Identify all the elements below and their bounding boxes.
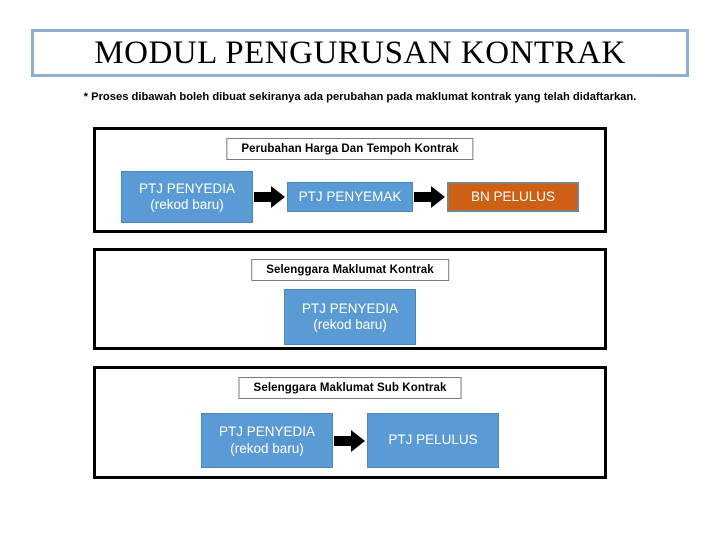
node-bn-pelulus[interactable]: BN PELULUS bbox=[447, 182, 579, 212]
node-ptj-penyedia[interactable]: PTJ PENYEDIA (rekod baru) bbox=[284, 289, 416, 345]
node-label-line1: PTJ PENYEDIA bbox=[138, 180, 236, 196]
section-header-label: Selenggara Maklumat Kontrak bbox=[266, 264, 434, 276]
node-label-line1: PTJ PELULUS bbox=[388, 432, 478, 448]
section-header-label: Selenggara Maklumat Sub Kontrak bbox=[253, 382, 447, 394]
node-label-line2: (rekod baru) bbox=[230, 440, 304, 456]
arrow-right-icon bbox=[253, 184, 287, 210]
node-label-line2: (rekod baru) bbox=[313, 317, 387, 332]
section-panel-selenggara-maklumat-sub-kontrak: Selenggara Maklumat Sub Kontrak PTJ PENY… bbox=[93, 366, 607, 479]
section-panel-perubahan-harga: Perubahan Harga Dan Tempoh Kontrak PTJ P… bbox=[93, 127, 607, 233]
section-header-selenggara-maklumat-kontrak: Selenggara Maklumat Kontrak bbox=[251, 259, 449, 281]
flow-row-selenggara-maklumat-sub-kontrak: PTJ PENYEDIA (rekod baru) PTJ PELULUS bbox=[96, 413, 604, 468]
node-label-line1: PTJ PENYEDIA bbox=[218, 424, 316, 440]
node-ptj-penyedia[interactable]: PTJ PENYEDIA (rekod baru) bbox=[201, 413, 333, 468]
note-text: * Proses dibawah boleh dibuat sekiranya … bbox=[83, 91, 637, 103]
flow-row-selenggara-maklumat-kontrak: PTJ PENYEDIA (rekod baru) bbox=[96, 289, 604, 345]
section-header-label: Perubahan Harga Dan Tempoh Kontrak bbox=[241, 143, 459, 155]
page-title-banner: MODUL PENGURUSAN KONTRAK bbox=[31, 29, 689, 77]
flow-row-perubahan-harga: PTJ PENYEDIA (rekod baru) PTJ PENYEMAK B… bbox=[96, 171, 604, 223]
section-header-perubahan-harga: Perubahan Harga Dan Tempoh Kontrak bbox=[226, 138, 474, 160]
node-ptj-penyemak[interactable]: PTJ PENYEMAK bbox=[287, 182, 413, 212]
arrow-right-icon bbox=[413, 184, 447, 210]
section-panel-selenggara-maklumat-kontrak: Selenggara Maklumat Kontrak PTJ PENYEDIA… bbox=[93, 248, 607, 350]
node-ptj-pelulus[interactable]: PTJ PELULUS bbox=[367, 413, 499, 468]
arrow-right-icon bbox=[333, 428, 367, 454]
page-title: MODUL PENGURUSAN KONTRAK bbox=[94, 34, 626, 71]
node-label-line1: PTJ PENYEMAK bbox=[298, 188, 402, 204]
node-label-line1: BN PELULUS bbox=[470, 188, 556, 204]
node-label-line1: PTJ PENYEDIA bbox=[301, 300, 399, 316]
node-ptj-penyedia[interactable]: PTJ PENYEDIA (rekod baru) bbox=[121, 171, 253, 223]
section-header-selenggara-maklumat-sub-kontrak: Selenggara Maklumat Sub Kontrak bbox=[238, 377, 462, 399]
node-label-line2: (rekod baru) bbox=[150, 197, 224, 212]
